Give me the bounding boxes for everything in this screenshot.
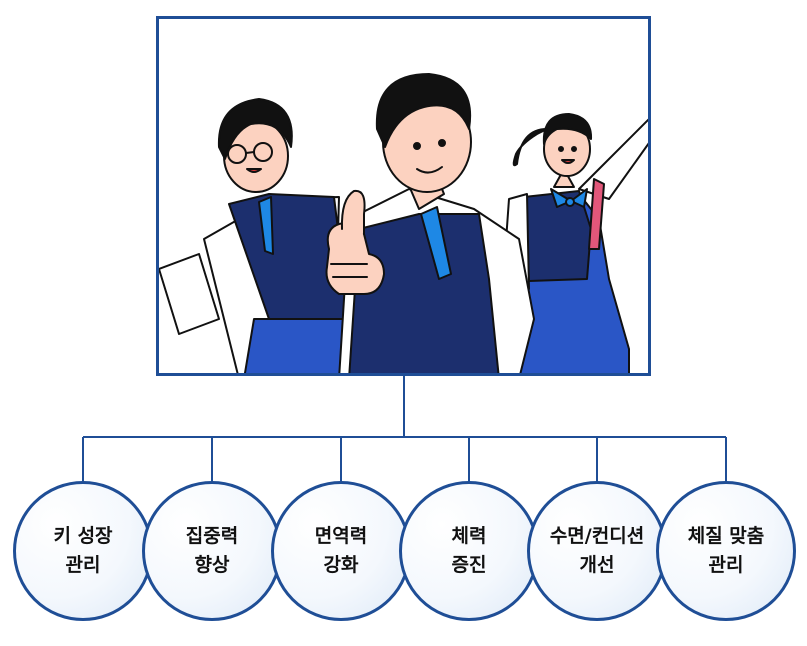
node-label: 수면/컨디션 개선 (549, 524, 645, 576)
node-label: 체질 맞춤 관리 (687, 524, 765, 576)
node-constitution-care: 체질 맞춤 관리 (656, 481, 796, 621)
node-label: 집중력 향상 (185, 524, 239, 576)
node-label: 면역력 강화 (314, 524, 368, 576)
node-height-growth: 키 성장 관리 (13, 481, 153, 621)
students-illustration (156, 16, 651, 376)
node-immunity: 면역력 강화 (271, 481, 411, 621)
node-concentration: 집중력 향상 (142, 481, 282, 621)
node-label: 체력 증진 (451, 524, 487, 576)
students-in-school-uniform-icon (159, 73, 648, 373)
node-stamina: 체력 증진 (399, 481, 539, 621)
node-label: 키 성장 관리 (53, 524, 113, 576)
node-sleep-condition: 수면/컨디션 개선 (527, 481, 667, 621)
